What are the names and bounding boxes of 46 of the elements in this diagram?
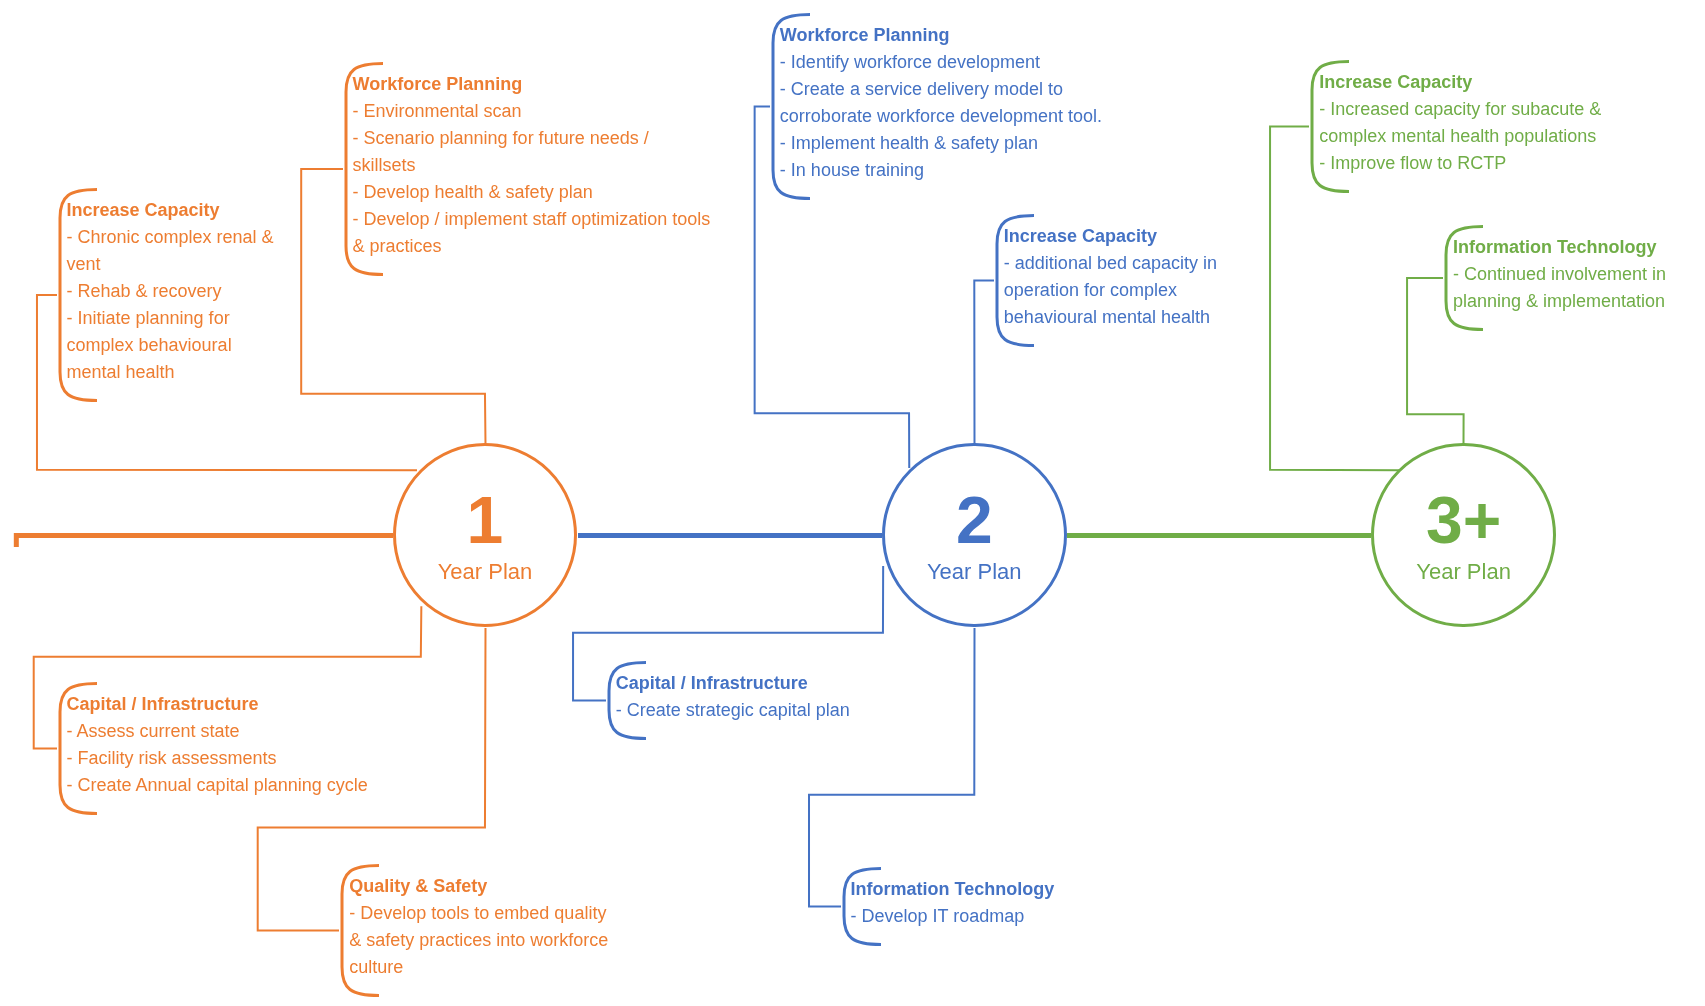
bullet-item: - Create a service delivery model to corroborate workforce development tool. — [779, 78, 1104, 129]
bullet-item: - Develop IT roadmap — [850, 904, 1026, 928]
connector-line — [1067, 533, 1371, 538]
bullet-item: - Chronic complex renal & vent — [66, 226, 275, 277]
connector-line — [32, 605, 423, 750]
bullet-item: - Create strategic capital plan — [615, 699, 851, 723]
connector-line — [572, 564, 885, 702]
topic-heading: Quality & Safety — [349, 875, 489, 899]
topic-heading: Increase Capacity — [1003, 225, 1158, 249]
connector-line — [256, 626, 487, 932]
bullet-item: - Develop health & safety plan — [352, 180, 594, 204]
topic-heading: Information Technology — [1452, 236, 1658, 260]
plan-number: 2 — [955, 484, 993, 555]
connector-line — [578, 533, 882, 538]
connector-line — [35, 294, 418, 472]
plan-label: Year Plan — [437, 558, 533, 585]
bullet-item: - Continued involvement in planning & implementation — [1452, 263, 1668, 314]
timeline-line — [13, 533, 393, 547]
bullet-item: - In house training — [779, 159, 925, 183]
bullet-item: - Rehab & recovery — [66, 280, 223, 304]
plan-label: Year Plan — [926, 558, 1022, 585]
bullet-item: - Create Annual capital planning cycle — [66, 773, 369, 797]
bullet-item: - Scenario planning for future needs / skillsets — [352, 126, 650, 177]
bullet-item: - Initiate planning for complex behavioural mental health — [66, 307, 233, 385]
plan-number: 3+ — [1425, 484, 1502, 555]
bullet-item: - Develop tools to embed quality & safety practices into workforce culture — [349, 902, 610, 980]
topic-heading: Capital / Infrastructure — [66, 692, 260, 716]
bullet-item: - Implement health & safety plan — [779, 132, 1039, 156]
bullet-item: - additional bed capacity in operation for complex behavioural mental health — [1003, 252, 1218, 330]
plan-label: Year Plan — [1416, 558, 1511, 585]
topic-heading: Workforce Planning — [352, 72, 524, 96]
plan-number: 1 — [466, 484, 504, 555]
bullet-item: - Identify workforce development — [779, 51, 1041, 75]
bullet-item: - Facility risk assessments — [66, 746, 278, 770]
topic-heading: Increase Capacity — [1319, 70, 1474, 94]
topic-heading: Increase Capacity — [66, 199, 221, 223]
bullet-item: - Assess current state — [66, 719, 241, 743]
bullet-item: - Develop / implement staff optimization tools & practices — [352, 207, 711, 258]
topic-heading: Workforce Planning — [779, 24, 951, 48]
topic-heading: Capital / Infrastructure — [615, 672, 809, 696]
bullet-item: - Increased capacity for subacute & complex mental health populations — [1319, 97, 1603, 148]
bullet-item: - Environmental scan — [352, 99, 523, 123]
topic-heading: Information Technology — [850, 877, 1056, 901]
connector-line — [753, 105, 911, 470]
connector-line — [808, 626, 976, 908]
bullet-item: - Improve flow to RCTP — [1319, 151, 1508, 175]
